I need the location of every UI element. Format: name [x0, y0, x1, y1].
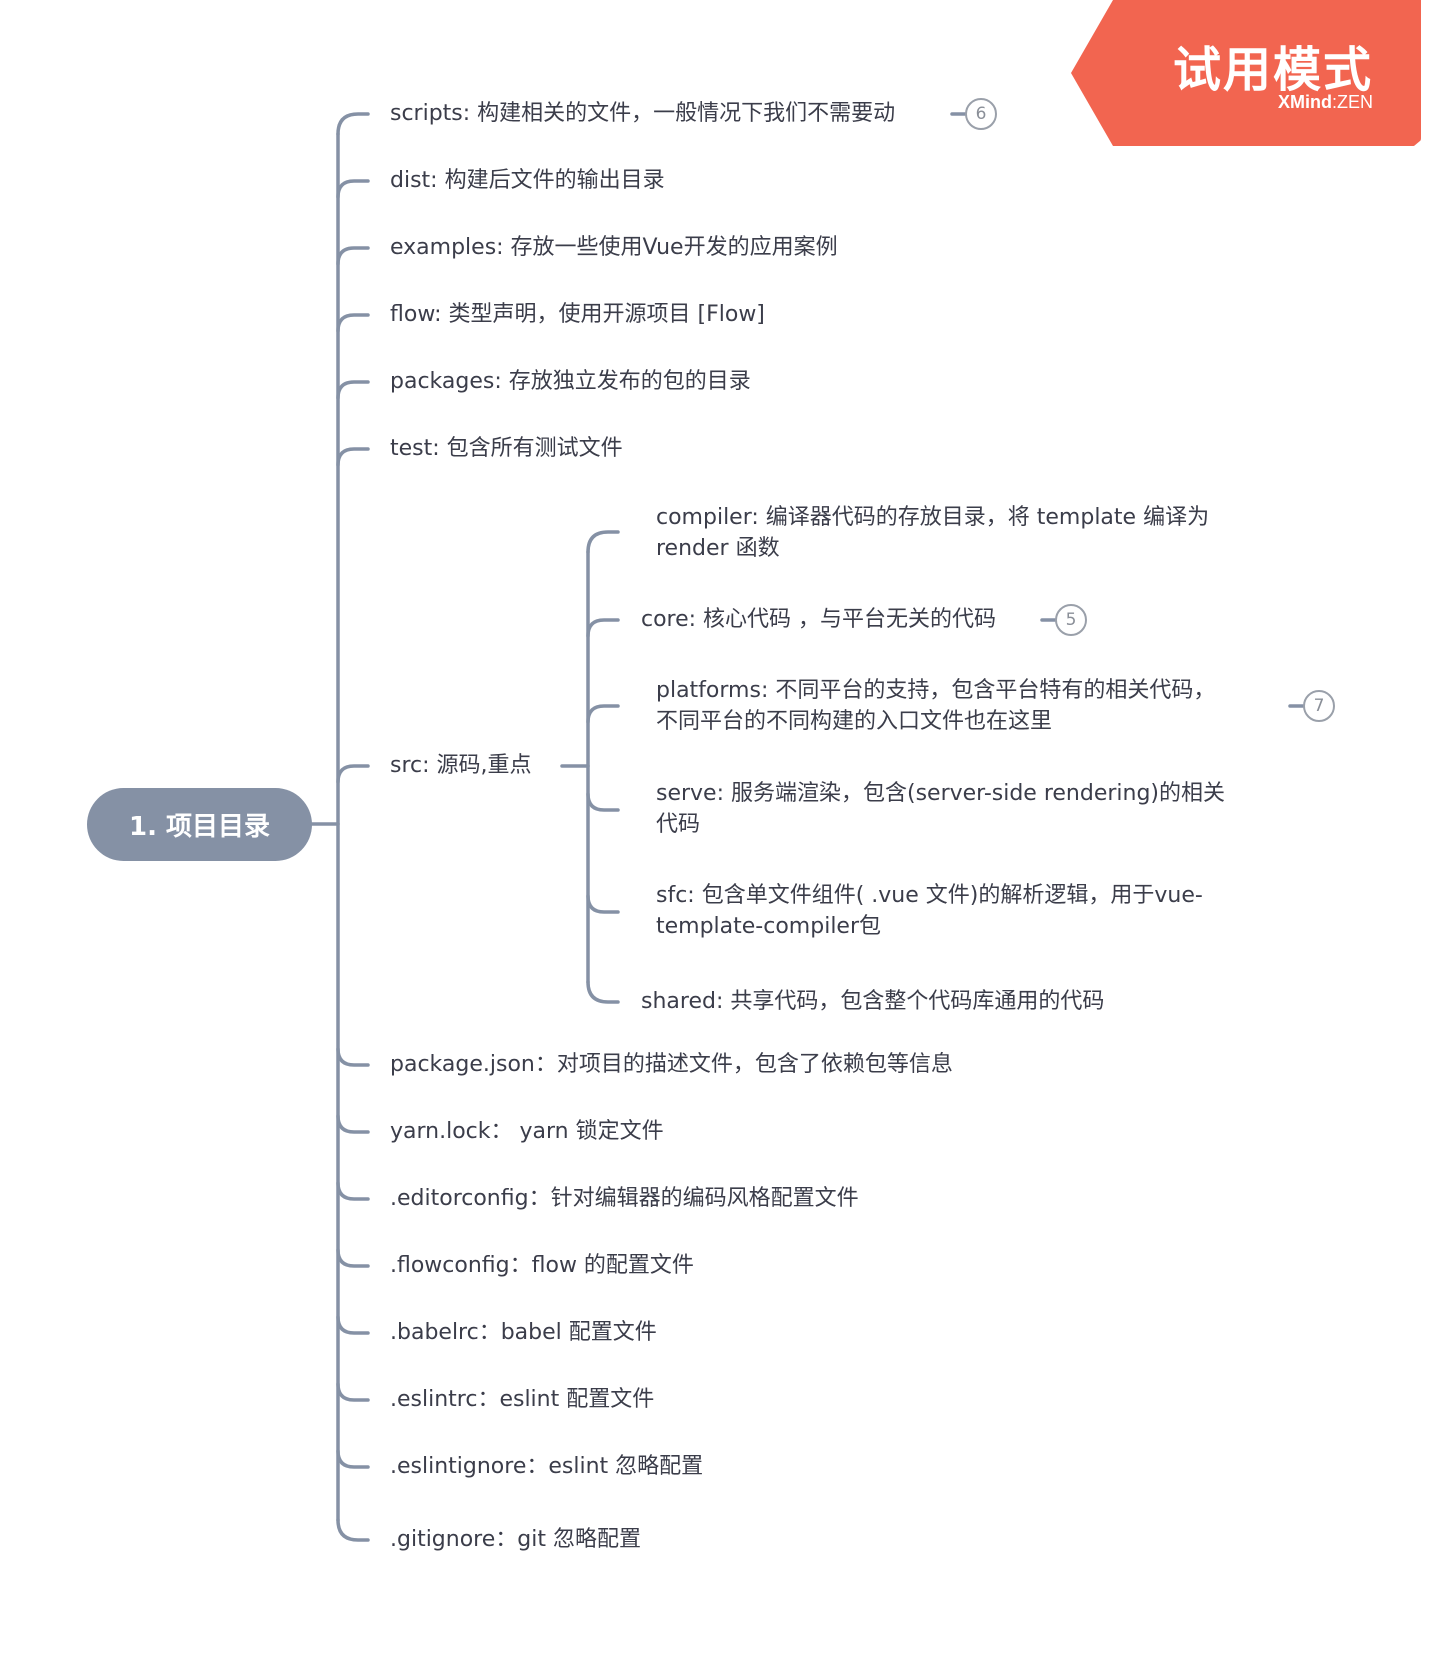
brand-zen: ZEN — [1337, 92, 1373, 112]
topic-test[interactable]: test: 包含所有测试文件 — [390, 436, 623, 461]
subtopic-serve[interactable]: serve: 服务端渲染，包含(server-side rendering)的相… — [656, 781, 1226, 837]
trial-mode-title: 试用模式 — [1172, 42, 1373, 98]
subtopic-platforms[interactable]: platforms: 不同平台的支持，包含平台特有的相关代码，不同平台的不同构建… — [656, 678, 1216, 734]
topic-flowconfig[interactable]: .flowconfig：flow 的配置文件 — [390, 1253, 694, 1278]
subtopic-core[interactable]: core: 核心代码 ，与平台无关的代码 — [641, 607, 997, 632]
root-topic[interactable]: 1. 项目目录 — [87, 788, 312, 861]
topic-eslintrc[interactable]: .eslintrc：eslint 配置文件 — [390, 1387, 655, 1412]
topic-babelrc[interactable]: .babelrc：babel 配置文件 — [390, 1320, 657, 1345]
subtopic-sfc[interactable]: sfc: 包含单文件组件( .vue 文件)的解析逻辑，用于vue-templa… — [656, 883, 1203, 939]
brand-xmind: XMind — [1277, 92, 1332, 112]
collapsed-count-badge[interactable]: 6 — [965, 98, 997, 130]
topic-packages[interactable]: packages: 存放独立发布的包的目录 — [390, 369, 751, 394]
topic-examples[interactable]: examples: 存放一些使用Vue开发的应用案例 — [390, 235, 838, 260]
topic-editorconfig[interactable]: .editorconfig：针对编辑器的编码风格配置文件 — [390, 1186, 859, 1211]
topic-dist[interactable]: dist: 构建后文件的输出目录 — [390, 168, 665, 193]
subtopic-shared[interactable]: shared: 共享代码，包含整个代码库通用的代码 — [641, 989, 1105, 1014]
collapsed-count-badge[interactable]: 7 — [1303, 690, 1335, 722]
brand-separator: : — [1331, 92, 1337, 112]
topic-src[interactable]: src: 源码,重点 — [390, 753, 532, 778]
collapsed-count-badge[interactable]: 5 — [1055, 604, 1087, 636]
topic-scripts[interactable]: scripts: 构建相关的文件，一般情况下我们不需要动 — [390, 101, 896, 126]
trial-mode-banner: 试用模式 XMind:ZEN — [1071, 0, 1421, 146]
topic-package-json[interactable]: package.json：对项目的描述文件，包含了依赖包等信息 — [390, 1052, 953, 1077]
topic-eslintignore[interactable]: .eslintignore：eslint 忽略配置 — [390, 1454, 704, 1479]
topic-gitignore[interactable]: .gitignore：git 忽略配置 — [390, 1527, 641, 1552]
xmind-zen-logo: XMind:ZEN — [1278, 92, 1373, 113]
topic-flow[interactable]: flow: 类型声明，使用开源项目 [Flow] — [390, 302, 765, 327]
subtopic-compiler[interactable]: compiler: 编译器代码的存放目录，将 template 编译为 rend… — [656, 505, 1210, 561]
topic-yarn-lock[interactable]: yarn.lock： yarn 锁定文件 — [390, 1119, 664, 1144]
